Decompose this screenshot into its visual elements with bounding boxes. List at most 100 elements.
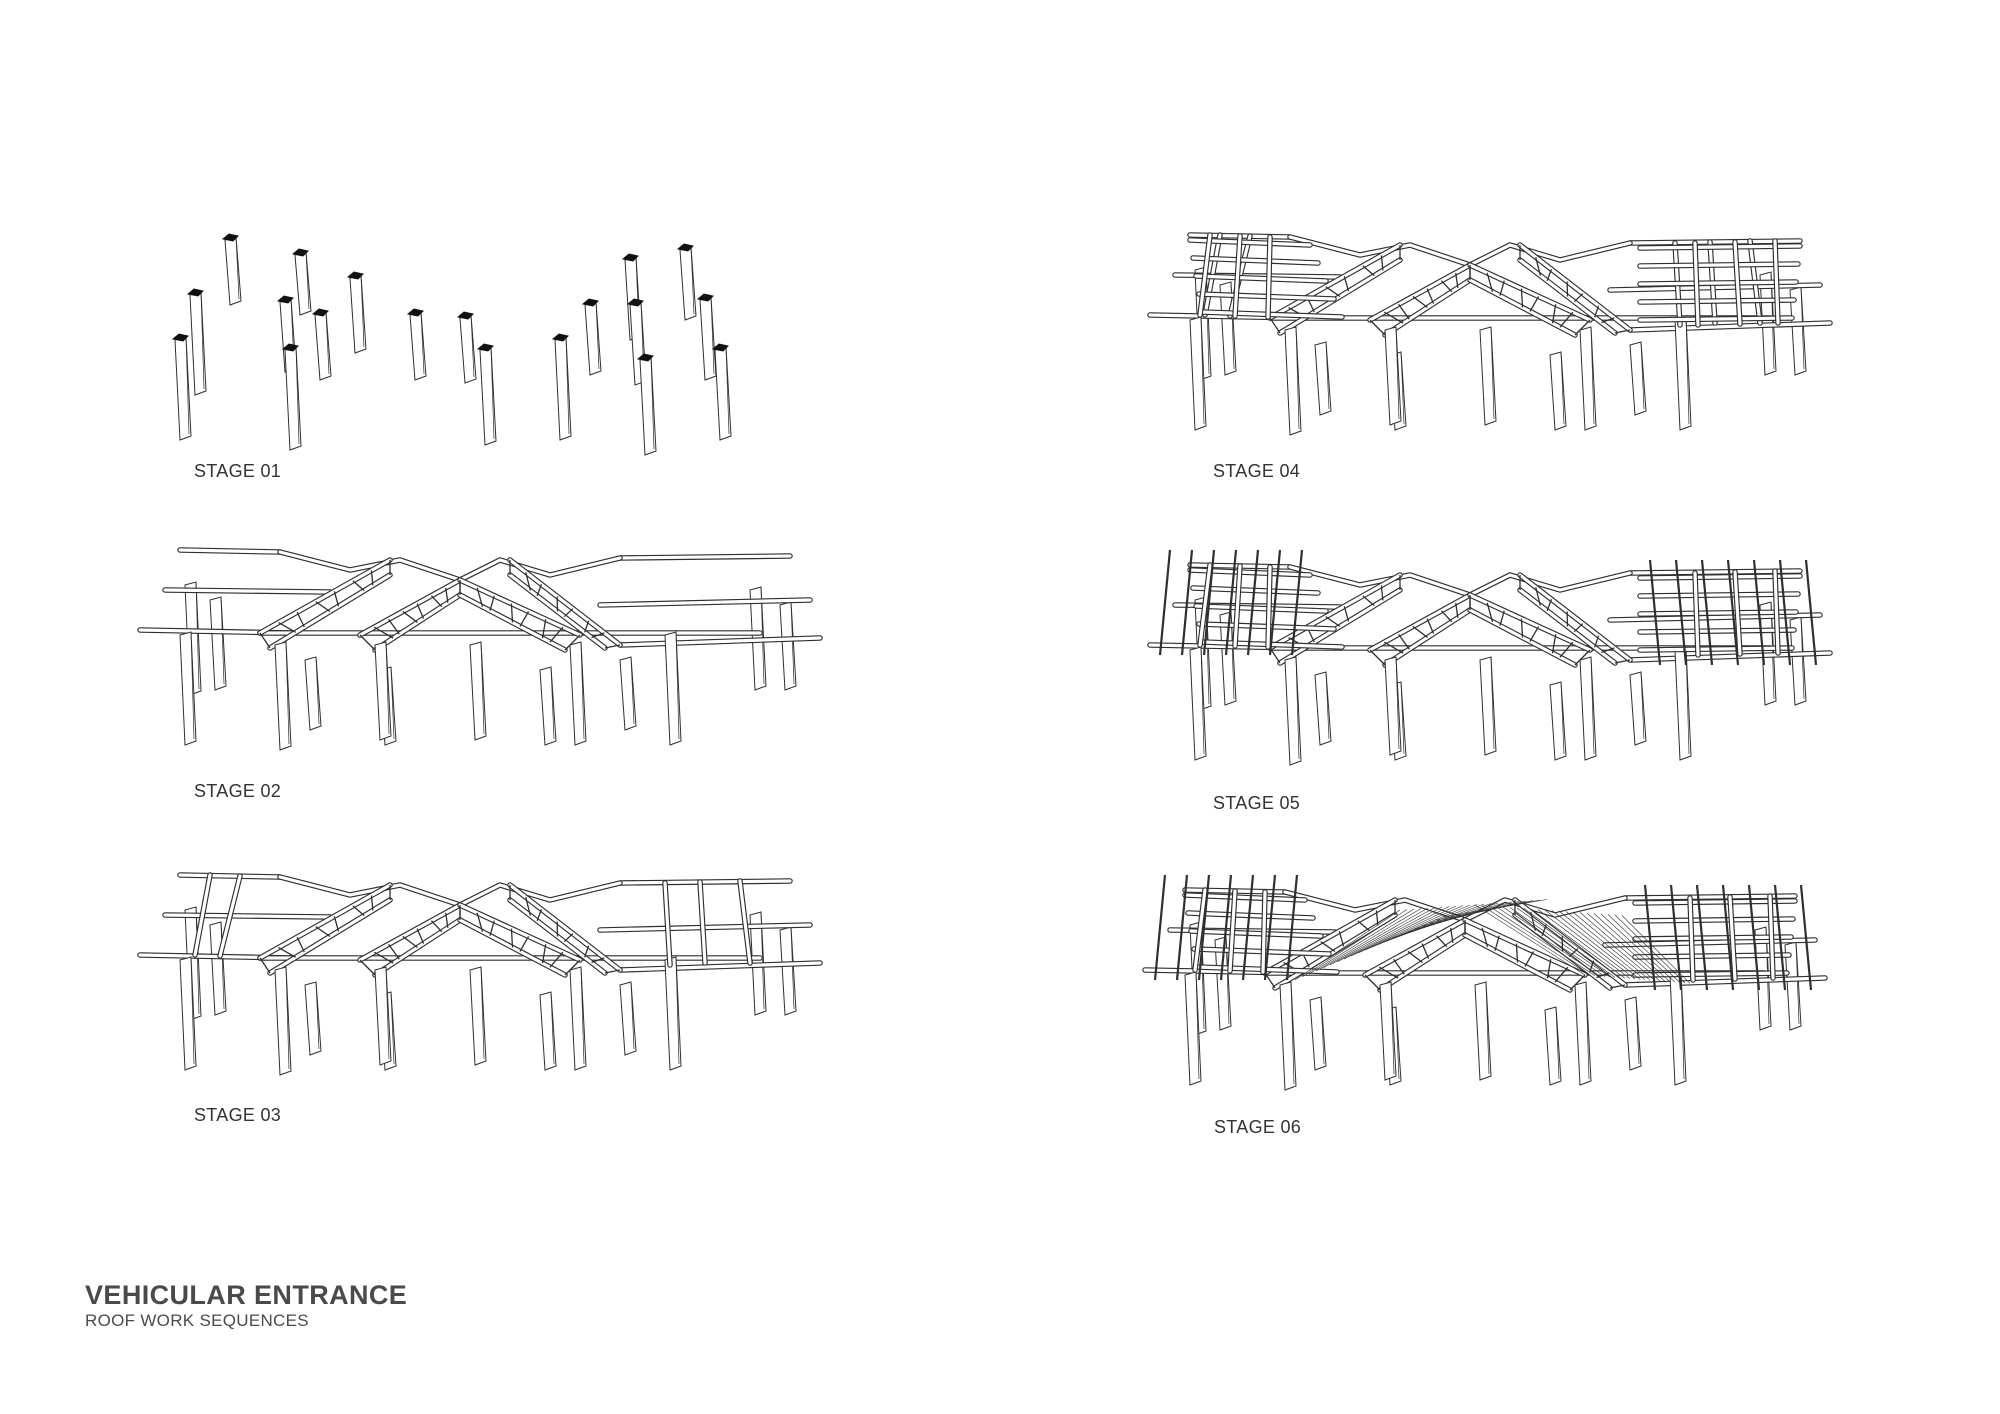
- truss-web: [1486, 272, 1494, 292]
- grid-beam-right-face: [1638, 646, 1794, 652]
- truss-web: [1494, 935, 1500, 951]
- grid-beams: [1187, 562, 1803, 658]
- columns: [171, 233, 732, 456]
- grid-beam-cross-face: [1688, 896, 1695, 982]
- column-edge: [1560, 351, 1565, 425]
- truss-web: [1426, 618, 1435, 634]
- edge-beam-right-front-face: [618, 636, 822, 647]
- structure: [137, 872, 823, 1076]
- column-edge: [1325, 671, 1330, 740]
- truss-top-chord-face: [1518, 573, 1632, 662]
- grid-beam-right-face: [1638, 280, 1798, 286]
- truss-web: [476, 587, 484, 607]
- column-edge: [690, 246, 695, 315]
- grid-beam-left-face: [1191, 256, 1320, 265]
- grid-beam-left-face: [1194, 274, 1328, 283]
- stage-04-drawing: [1147, 215, 1890, 455]
- purlin-left: [1268, 549, 1282, 656]
- edge-beam-right-front-face: [1628, 321, 1832, 332]
- truss-web: [1530, 911, 1536, 931]
- purlin-left: [1153, 874, 1167, 981]
- truss-web: [1383, 641, 1404, 654]
- column-cap: [711, 343, 729, 352]
- deck-line: [1607, 914, 1681, 983]
- truss-web: [1529, 296, 1540, 312]
- column-cap: [581, 298, 599, 307]
- truss-web: [549, 951, 564, 968]
- truss-web: [402, 935, 418, 949]
- truss-web: [1535, 256, 1541, 276]
- column-edge: [185, 336, 190, 435]
- truss-web: [1515, 943, 1519, 963]
- grid-beam-right-face: [1633, 953, 1791, 959]
- truss-web: [1380, 585, 1384, 601]
- purlin-left: [1285, 874, 1299, 981]
- purlin-right: [1778, 559, 1792, 666]
- truss-web: [1269, 317, 1281, 334]
- purlin-left: [1224, 549, 1238, 656]
- grid-beam-cross-face: [1233, 234, 1242, 318]
- grid-beam-left-face: [1189, 929, 1323, 938]
- truss-web: [430, 595, 443, 608]
- deck-line: [1572, 911, 1656, 981]
- column-cap: [311, 308, 329, 317]
- diagram-title: VEHICULAR ENTRANCE: [85, 1280, 408, 1310]
- truss-web: [1601, 647, 1615, 654]
- purlin-left: [1175, 874, 1189, 981]
- column-edge: [550, 991, 555, 1065]
- truss-web: [536, 584, 543, 597]
- edge-beam-left-back-face: [178, 873, 282, 879]
- truss-top-chord-face: [1518, 243, 1632, 332]
- truss-top-chord-face: [508, 558, 622, 647]
- purlin-left: [1197, 874, 1211, 981]
- truss-web: [1524, 951, 1535, 967]
- truss-web: [1455, 602, 1459, 618]
- deck-line: [1294, 909, 1401, 981]
- purlin-right: [1700, 559, 1714, 666]
- truss-web: [359, 959, 376, 976]
- structure: [137, 547, 823, 751]
- edge-beam-right-back-face: [1623, 894, 1797, 900]
- truss-top-chord-face: [1363, 918, 1467, 977]
- truss-web: [604, 969, 621, 974]
- truss-web: [259, 632, 271, 649]
- structure: [1142, 887, 1828, 1091]
- truss-web: [1481, 927, 1489, 947]
- column-edge: [1390, 981, 1395, 1075]
- column-edge: [315, 656, 320, 725]
- truss-top-chord-face: [1463, 918, 1587, 977]
- column-cap: [626, 298, 644, 307]
- grid-beams: [1182, 887, 1798, 983]
- column-edge: [1585, 981, 1590, 1080]
- truss-web: [1412, 295, 1428, 309]
- column-edge: [490, 346, 495, 440]
- truss-web: [591, 632, 605, 639]
- grid-beam-cross-face: [1228, 889, 1237, 973]
- truss-web: [1343, 606, 1350, 622]
- truss-web: [370, 895, 374, 911]
- truss-web: [1440, 280, 1453, 293]
- ridge-beam-face: [278, 550, 622, 582]
- truss-web: [1264, 972, 1276, 989]
- deck-line: [1544, 909, 1636, 980]
- column-edge: [580, 641, 585, 740]
- column-edge: [1395, 1006, 1400, 1080]
- column-edge: [285, 641, 290, 745]
- deck-line: [1427, 900, 1534, 924]
- truss-web: [373, 951, 394, 964]
- deck-line: [1537, 909, 1631, 979]
- grid-beam-right-face: [1638, 628, 1796, 634]
- truss-web: [259, 957, 271, 974]
- stage-02-label: STAGE 02: [194, 781, 282, 801]
- purlin-right: [1747, 884, 1761, 991]
- truss-web: [1383, 311, 1404, 324]
- grid-beam-cross-face: [1266, 565, 1272, 649]
- grid-beam-cross-face: [1266, 235, 1272, 319]
- grid-beam-cross-face: [1733, 240, 1742, 326]
- stage-01-label: STAGE 01: [194, 461, 282, 481]
- truss-web: [563, 608, 574, 618]
- truss-web: [416, 603, 425, 619]
- truss-web: [476, 912, 484, 932]
- column-cap: [291, 248, 309, 257]
- deck-line: [1474, 904, 1586, 976]
